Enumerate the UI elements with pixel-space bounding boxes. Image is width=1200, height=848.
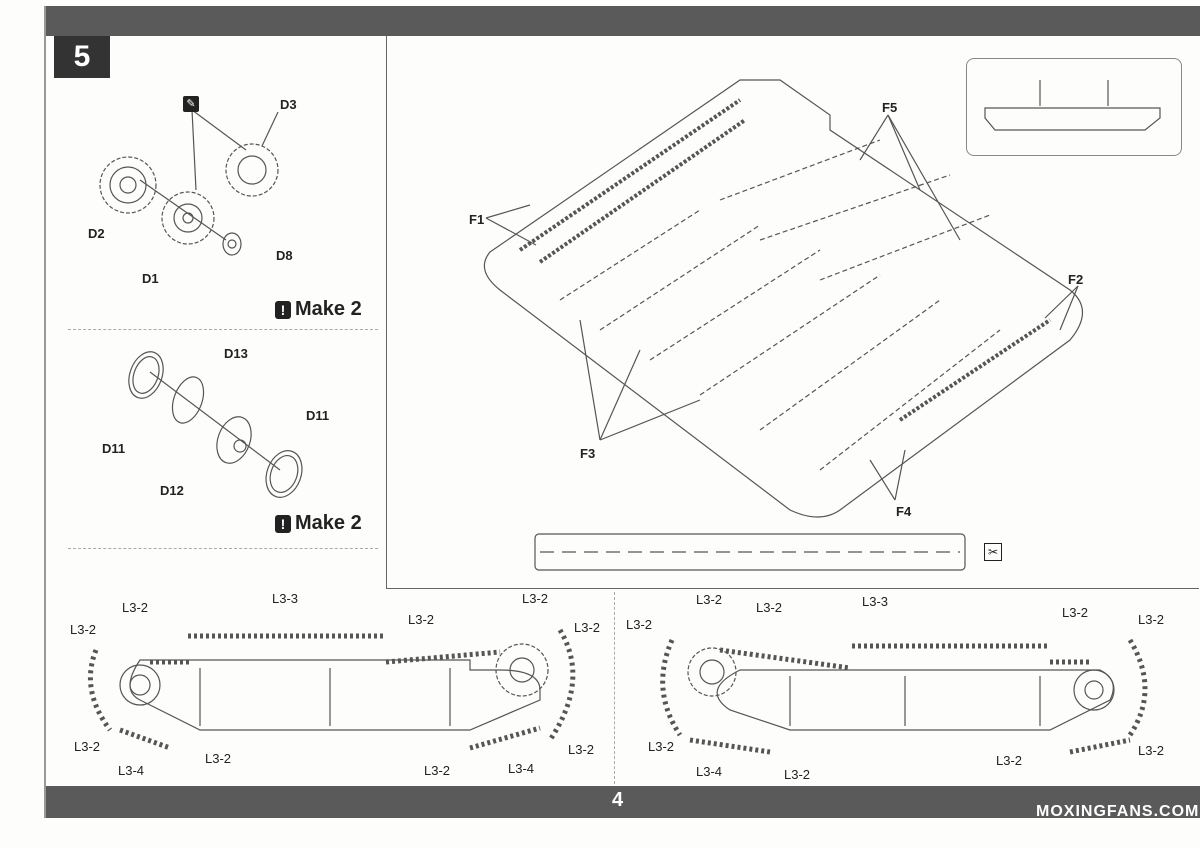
left-label-l3-2: L3-2: [522, 591, 549, 606]
left-label-l3-2: L3-2: [70, 622, 97, 637]
step-number: 5: [73, 40, 91, 73]
right-label-l3-2: L3-2: [996, 753, 1023, 768]
divider-2: [68, 548, 378, 549]
left-label-l3-2: L3-2: [424, 763, 451, 778]
divider-1: [68, 329, 378, 330]
warning-icon: !: [275, 300, 291, 319]
hub-d13-drawing: [171, 376, 205, 424]
glue-icon: ✎: [183, 96, 199, 112]
make-2-note-idler: ! Make 2: [275, 512, 362, 535]
label-d11-left: D11: [102, 441, 126, 456]
left-label-l3-2: L3-2: [574, 620, 601, 635]
left-label-l3-2: L3-2: [408, 612, 435, 627]
right-label-l3-4: L3-4: [696, 764, 723, 779]
track-divider: [614, 592, 615, 784]
cut-icon: ✂: [984, 543, 1002, 561]
label-f4: F4: [896, 504, 912, 519]
right-label-l3-2: L3-2: [1062, 605, 1089, 620]
right-label-l3-2: L3-2: [626, 617, 653, 632]
left-track-drawing: [88, 628, 576, 751]
right-label-l3-2: L3-2: [756, 600, 783, 615]
step-number-box: 5: [54, 36, 110, 78]
inset-track-drawing: [984, 80, 1161, 131]
left-label-l3-4: L3-4: [118, 763, 145, 778]
label-d12: D12: [160, 483, 184, 498]
left-label-l3-3: L3-3: [272, 591, 299, 606]
ring-d11-right-drawing: [265, 450, 303, 498]
label-d11-right: D11: [306, 408, 330, 423]
page-number: 4: [612, 789, 624, 811]
left-label-l3-2: L3-2: [205, 751, 232, 766]
top-bar: [46, 6, 1200, 36]
sprue-drawing: [483, 79, 1083, 518]
label-f5: F5: [882, 100, 898, 115]
label-d8: D8: [276, 248, 293, 263]
left-label-l3-2: L3-2: [122, 600, 149, 615]
left-label-l3-2: L3-2: [568, 742, 595, 757]
right-label-l3-2: L3-2: [1138, 743, 1165, 758]
sprocket-d3-drawing: [225, 143, 279, 197]
make-text: Make 2: [295, 298, 362, 320]
label-d1: D1: [142, 271, 159, 286]
make-text: Make 2: [295, 512, 362, 534]
label-d3: D3: [280, 97, 297, 112]
inset-detail-box: [966, 58, 1182, 156]
warning-icon: !: [275, 514, 291, 533]
hub-d12-drawing: [216, 416, 252, 464]
watermark: MOXINGFANS.COM: [1036, 803, 1200, 820]
right-label-l3-2: L3-2: [696, 592, 723, 607]
left-label-l3-4: L3-4: [508, 761, 535, 776]
right-track-drawing: [660, 638, 1148, 755]
right-label-l3-2: L3-2: [1138, 612, 1165, 627]
sprue-panel-frame: [386, 36, 1199, 589]
label-f1: F1: [469, 212, 485, 227]
label-f3: F3: [580, 446, 596, 461]
right-label-l3-2: L3-2: [784, 767, 811, 782]
sprocket-d2-drawing: [99, 156, 157, 214]
bottom-bar: [46, 786, 1200, 818]
part-d8-drawing: [222, 232, 242, 256]
label-d2: D2: [88, 226, 105, 241]
track-strip-drawing: [534, 533, 966, 571]
make-2-note-wheel: ! Make 2: [275, 298, 362, 321]
left-label-l3-2: L3-2: [74, 739, 101, 754]
right-label-l3-2: L3-2: [648, 739, 675, 754]
label-d13: D13: [224, 346, 248, 361]
ring-d11-left-drawing: [128, 351, 164, 399]
binding-edge: [44, 6, 46, 818]
right-label-l3-3: L3-3: [862, 594, 889, 609]
sprocket-d1-drawing: [161, 191, 215, 245]
label-f2: F2: [1068, 272, 1084, 287]
